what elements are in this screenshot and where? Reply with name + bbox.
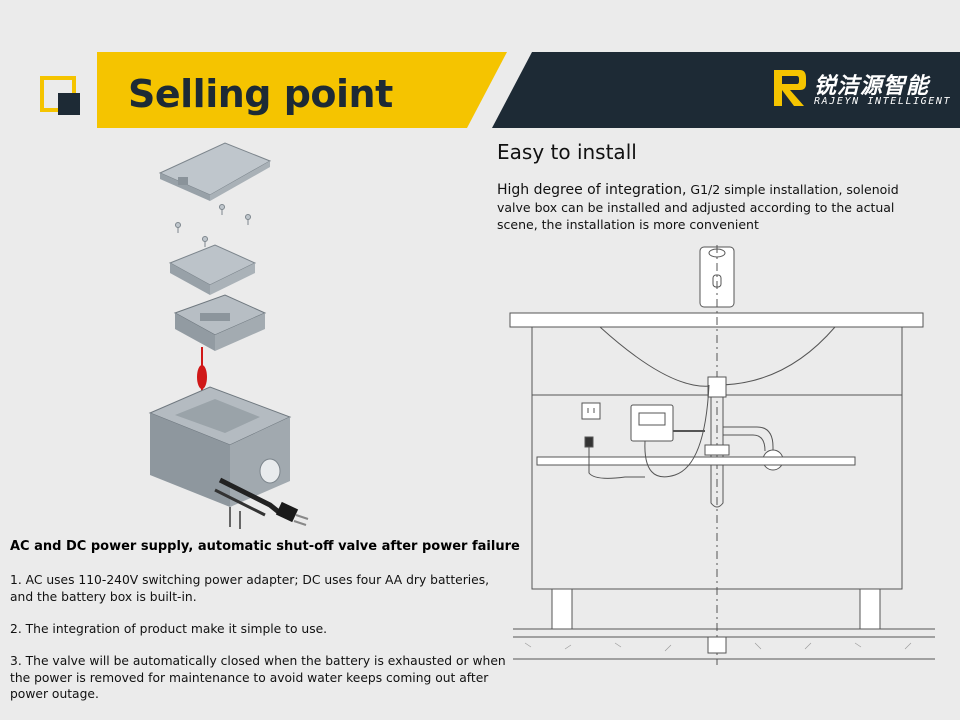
- brand-name-en: RAJEYN INTELLIGENT: [814, 96, 952, 107]
- install-description: High degree of integration, G1/2 simple …: [497, 181, 917, 233]
- valve-box-in-diagram: [630, 404, 674, 442]
- valve-box-exploded-illustration: [148, 142, 309, 529]
- page-title: Selling point: [128, 72, 393, 116]
- install-lead: High degree of integration,: [497, 182, 687, 198]
- screws: [175, 204, 251, 247]
- inner-cover: [168, 244, 257, 295]
- brand-name-cn: 锐洁源智能: [814, 74, 930, 99]
- main-housing: [148, 386, 292, 507]
- floor-hatch: [524, 642, 912, 652]
- wall-socket: [581, 402, 601, 420]
- lid-top: [158, 142, 272, 201]
- power-point-3: 3. The valve will be automatically close…: [10, 654, 506, 701]
- power-point-2: 2. The integration of product make it si…: [10, 622, 328, 636]
- install-heading: Easy to install: [497, 140, 637, 164]
- installation-diagram: [509, 245, 935, 665]
- battery-tray: [173, 294, 267, 351]
- power-heading: AC and DC power supply, automatic shut-o…: [10, 539, 520, 554]
- install-body: G1/2 simple installation, solenoid valve…: [497, 182, 899, 232]
- logo-mark-square: [58, 93, 80, 115]
- rajeyn-logo-icon: [774, 70, 806, 106]
- power-cord: [214, 477, 309, 529]
- power-point-1: 1. AC uses 110-240V switching power adap…: [10, 573, 490, 604]
- brand-banner: [492, 52, 960, 128]
- title-banner: [97, 52, 507, 128]
